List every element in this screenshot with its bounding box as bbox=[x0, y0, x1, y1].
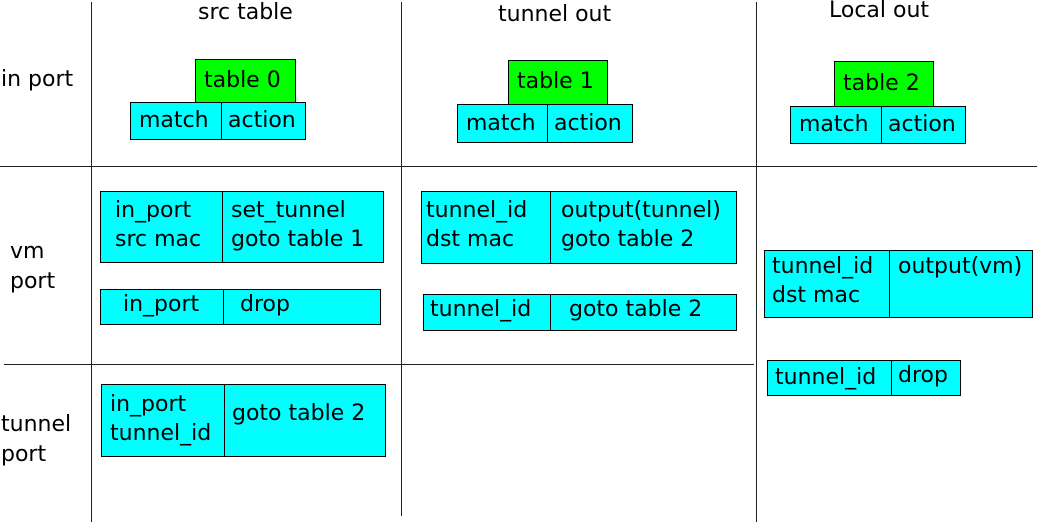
table-0-match-label: match bbox=[139, 108, 209, 133]
rule-match: in_port bbox=[101, 290, 223, 324]
rule-action-item: goto table 2 bbox=[561, 227, 695, 252]
rule-match: tunnel_id dst mac bbox=[765, 251, 889, 317]
table-1-match-label: match bbox=[466, 111, 536, 136]
rule-action-item: goto table 1 bbox=[231, 227, 365, 252]
rule-match-field: in_port bbox=[123, 292, 200, 317]
rule-action: output(tunnel) goto table 2 bbox=[550, 192, 736, 263]
rule-match-field: in_port bbox=[110, 392, 187, 417]
table-1-header: match action bbox=[457, 104, 633, 143]
table-0-label: table 0 bbox=[204, 68, 281, 93]
rule-local-out-drop: tunnel_id drop bbox=[767, 360, 961, 396]
rule-action: output(vm) bbox=[889, 251, 1032, 317]
rule-tunnel-out-goto: tunnel_id goto table 2 bbox=[423, 294, 737, 331]
divider-row-1 bbox=[0, 166, 1037, 167]
rule-src-tunnel: in_port tunnel_id goto table 2 bbox=[101, 384, 386, 457]
rule-match-field: tunnel_id bbox=[430, 297, 532, 322]
table-2-node: table 2 bbox=[834, 61, 934, 107]
table-2-action-label: action bbox=[881, 107, 965, 143]
row-header-tunnel-port: tunnel port bbox=[1, 410, 71, 470]
table-2-header: match action bbox=[790, 106, 966, 144]
divider-col-2 bbox=[401, 2, 402, 516]
rule-action-item: goto table 2 bbox=[569, 297, 703, 322]
rule-action: set_tunnel goto table 1 bbox=[222, 192, 383, 262]
rule-match-field: dst mac bbox=[426, 227, 515, 252]
rule-match-field: in_port bbox=[115, 198, 192, 223]
rule-action-item: goto table 2 bbox=[232, 401, 366, 426]
column-header-tunnel-out: tunnel out bbox=[498, 2, 612, 27]
rule-action: goto table 2 bbox=[224, 385, 385, 456]
rule-action-item: drop bbox=[240, 292, 290, 317]
table-1-node: table 1 bbox=[508, 60, 608, 105]
rule-match-field: dst mac bbox=[772, 283, 861, 308]
rule-match-field: src mac bbox=[115, 227, 202, 252]
rule-match: tunnel_id bbox=[768, 361, 891, 395]
rule-local-out-forward: tunnel_id dst mac output(vm) bbox=[764, 250, 1033, 318]
row-header-vm-port: vm port bbox=[10, 237, 55, 297]
table-0-header: match action bbox=[130, 102, 306, 140]
rule-match: tunnel_id bbox=[424, 295, 550, 330]
rule-action: drop bbox=[891, 361, 960, 395]
rule-match-field: tunnel_id bbox=[426, 198, 528, 223]
rule-match: tunnel_id dst mac bbox=[422, 192, 550, 263]
row-header-tunnel-port-line: port bbox=[1, 442, 47, 467]
table-1-label: table 1 bbox=[517, 69, 594, 94]
rule-action: goto table 2 bbox=[550, 295, 736, 330]
divider-col-3 bbox=[756, 2, 757, 522]
row-header-tunnel-port-line: tunnel bbox=[1, 412, 72, 437]
column-header-local-out: Local out bbox=[829, 0, 930, 23]
row-header-in-port: in port bbox=[1, 67, 74, 92]
rule-tunnel-out-forward: tunnel_id dst mac output(tunnel) goto ta… bbox=[421, 191, 737, 264]
rule-match-field: tunnel_id bbox=[775, 365, 877, 390]
table-2-label: table 2 bbox=[843, 71, 920, 96]
divider-col-1 bbox=[91, 2, 92, 522]
rule-src-vm-forward: in_port src mac set_tunnel goto table 1 bbox=[100, 191, 384, 263]
table-2-match-label: match bbox=[799, 112, 869, 137]
column-header-src-table: src table bbox=[198, 0, 293, 25]
rule-src-vm-drop: in_port drop bbox=[100, 289, 381, 325]
table-0-action-label: action bbox=[221, 103, 305, 139]
rule-action: drop bbox=[223, 290, 380, 324]
table-0-node: table 0 bbox=[195, 59, 296, 103]
rule-action-item: set_tunnel bbox=[231, 198, 346, 223]
rule-match-field: tunnel_id bbox=[772, 254, 874, 279]
divider-row-2 bbox=[4, 364, 754, 365]
table-1-action-label: action bbox=[547, 105, 632, 142]
rule-match-field: tunnel_id bbox=[110, 421, 212, 446]
rule-match: in_port tunnel_id bbox=[102, 385, 224, 456]
rule-match: in_port src mac bbox=[101, 192, 222, 262]
row-header-vm-port-line: port bbox=[10, 269, 56, 294]
rule-action-item: output(vm) bbox=[898, 254, 1023, 279]
rule-action-item: drop bbox=[898, 363, 948, 388]
row-header-vm-port-line: vm bbox=[10, 239, 45, 264]
rule-action-item: output(tunnel) bbox=[561, 198, 721, 223]
